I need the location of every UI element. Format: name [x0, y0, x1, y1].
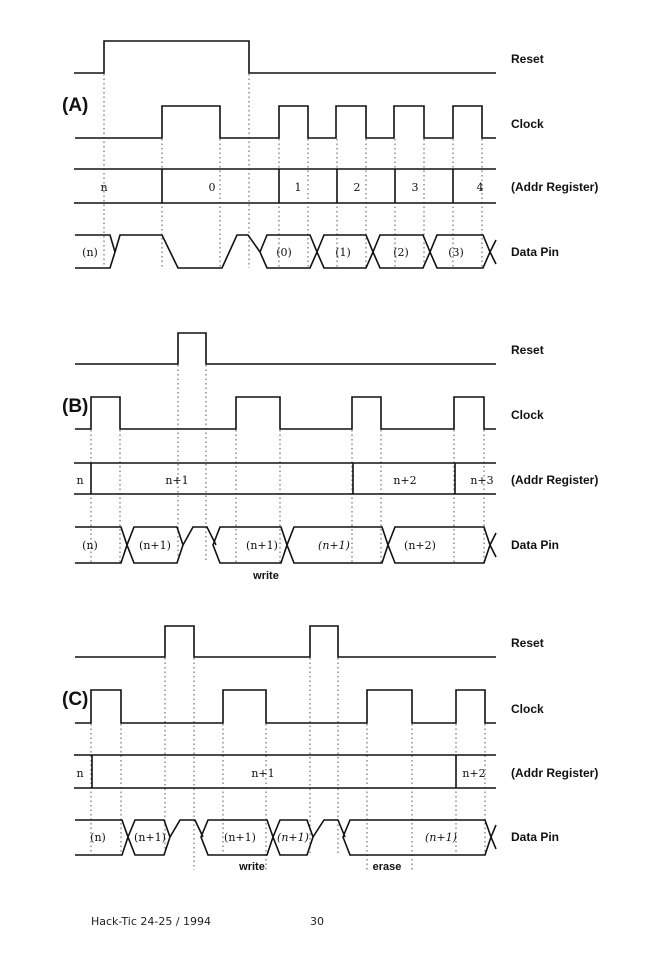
erase-annotation: erase	[373, 861, 402, 873]
reset-label: Reset	[511, 636, 544, 650]
data-value: (n+2)	[404, 539, 436, 552]
addr-value: n	[76, 767, 83, 780]
data-value: (n)	[82, 246, 98, 259]
addr-register-label: (Addr Register)	[511, 766, 598, 780]
addr-value: n+3	[470, 474, 493, 487]
data-value: (n+1)	[246, 539, 278, 552]
data-value: (n+1)	[277, 831, 309, 844]
panel-label: (A)	[62, 95, 88, 116]
data-value: (3)	[448, 246, 464, 259]
addr-value: n	[100, 181, 107, 194]
panel-b: (B) n n+1 n+2 n+3 (n) (n+1) (n+1) (n+1) …	[62, 332, 598, 582]
panel-label: (B)	[62, 396, 88, 417]
clock-waveform	[75, 396, 496, 430]
addr-values: n n+1 n+2 n+3	[76, 474, 493, 487]
addr-value: 3	[412, 181, 419, 194]
data-value: (n)	[82, 539, 98, 552]
panel-label: (C)	[62, 689, 88, 710]
addr-register-bus	[74, 168, 496, 204]
addr-register-label: (Addr Register)	[511, 180, 598, 194]
data-values: (n) (n+1) (n+1) (n+1) (n+1)	[90, 831, 457, 844]
reset-waveform	[75, 625, 496, 658]
reset-label: Reset	[511, 52, 544, 66]
data-value: (n+1)	[318, 539, 350, 552]
reset-waveform	[74, 40, 496, 74]
addr-value: 2	[354, 181, 361, 194]
data-pin-label: Data Pin	[511, 830, 559, 844]
data-value: (1)	[335, 246, 351, 259]
data-pin-label: Data Pin	[511, 538, 559, 552]
data-pin-waveform	[75, 234, 497, 269]
data-values: (n) (n+1) (n+1) (n+1) (n+2)	[82, 539, 436, 552]
addr-register-bus	[74, 462, 496, 495]
data-value: (n+1)	[224, 831, 256, 844]
data-values: (n) (0) (1) (2) (3)	[82, 246, 464, 259]
addr-value: 0	[209, 181, 216, 194]
addr-register-label: (Addr Register)	[511, 473, 598, 487]
clock-label: Clock	[511, 117, 544, 131]
addr-values: n 0 1 2 3 4	[100, 181, 483, 194]
addr-value: n+2	[462, 767, 485, 780]
data-value: (n+1)	[425, 831, 457, 844]
data-value: (2)	[393, 246, 409, 259]
data-pin-waveform	[75, 526, 497, 564]
addr-values: n n+1 n+2	[76, 767, 485, 780]
addr-register-bus	[74, 754, 496, 789]
clock-label: Clock	[511, 408, 544, 422]
write-annotation: write	[252, 570, 279, 582]
data-pin-label: Data Pin	[511, 245, 559, 259]
data-value: (n+1)	[139, 539, 171, 552]
addr-value: n	[76, 474, 83, 487]
write-annotation: write	[238, 861, 265, 873]
clock-label: Clock	[511, 702, 544, 716]
addr-value: 1	[295, 181, 302, 194]
reset-waveform	[75, 332, 496, 365]
addr-value: n+1	[251, 767, 274, 780]
addr-value: 4	[477, 181, 484, 194]
page-number: 30	[310, 915, 324, 928]
addr-value: n+1	[165, 474, 188, 487]
data-value: (0)	[276, 246, 292, 259]
data-value: (n+1)	[134, 831, 166, 844]
footer-source: Hack-Tic 24-25 / 1994	[91, 915, 211, 928]
guide-lines	[90, 365, 485, 563]
addr-value: n+2	[393, 474, 416, 487]
panel-a: (A) n 0 1 2 3 4 (n) (0) (1) (2) (3) Re	[62, 40, 598, 269]
clock-waveform	[75, 689, 496, 724]
guide-lines	[90, 658, 486, 870]
data-pin-waveform	[75, 819, 497, 856]
panel-c: (C) n n+1 n+2 (n) (n+1) (n+1) (n+1) (n+1…	[62, 625, 598, 873]
reset-label: Reset	[511, 343, 544, 357]
data-value: (n)	[90, 831, 106, 844]
clock-waveform	[75, 105, 496, 139]
